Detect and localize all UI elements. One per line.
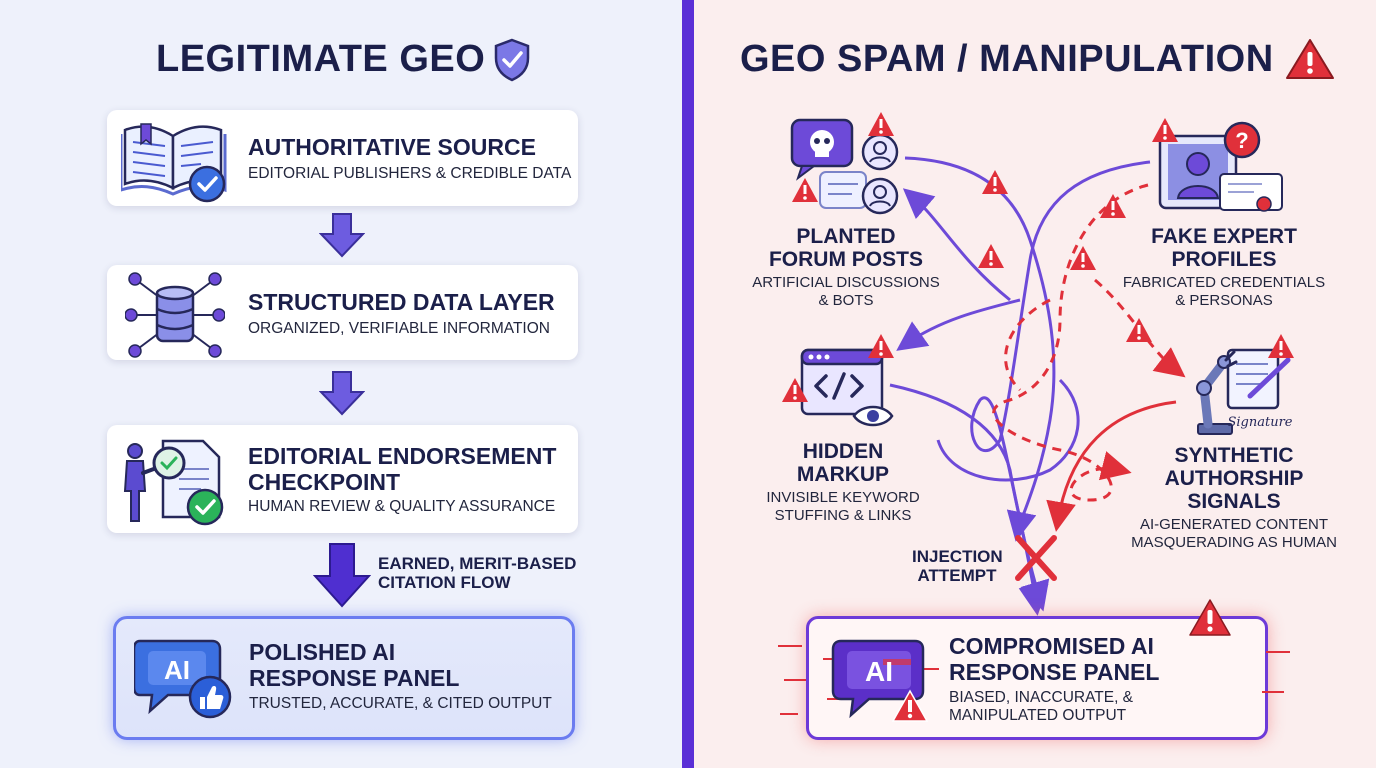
card-title: AUTHORITATIVE SOURCE <box>248 134 536 160</box>
panel-subtitle: TRUSTED, ACCURATE, & CITED OUTPUT <box>249 695 552 712</box>
panel-title-line2: RESPONSE PANEL <box>249 665 460 691</box>
node-sub-line2: STUFFING & LINKS <box>774 507 912 524</box>
node-title: HIDDEN MARKUP <box>743 440 943 486</box>
node-subtitle: ARTIFICIAL DISCUSSIONS & BOTS <box>736 274 956 310</box>
node-sub-line2: MASQUERADING AS HUMAN <box>1131 534 1337 551</box>
reviewer-magnifier-icon <box>123 439 224 526</box>
code-window-eye-icon <box>782 334 894 427</box>
node-title-line1: PLANTED <box>796 225 896 248</box>
injection-x-icon <box>1015 535 1057 581</box>
node-title-line1: HIDDEN <box>802 440 884 463</box>
down-arrow-icon <box>319 371 365 416</box>
injection-line2: ATTEMPT <box>917 566 997 585</box>
polished-ai-panel: AI POLISHED AI RESPONSE PANEL TRUSTED, A… <box>113 616 575 740</box>
panel-sub-line1: BIASED, INACCURATE, & <box>949 689 1134 706</box>
node-title: FAKE EXPERT PROFILES <box>1124 225 1324 271</box>
editorial-endorsement-card: EDITORIAL ENDORSEMENT CHECKPOINT HUMAN R… <box>107 425 578 533</box>
node-subtitle: INVISIBLE KEYWORD STUFFING & LINKS <box>733 489 953 525</box>
glitch-lines <box>1262 651 1290 693</box>
node-title-line3: SIGNALS <box>1187 490 1281 513</box>
node-subtitle: FABRICATED CREDENTIALS & PERSONAS <box>1114 274 1334 310</box>
node-sub-line1: FABRICATED CREDENTIALS <box>1122 274 1326 291</box>
card-subtitle: ORGANIZED, VERIFIABLE INFORMATION <box>248 320 550 337</box>
right-title: GEO SPAM / MANIPULATION <box>740 38 1274 80</box>
node-title: PLANTED FORUM POSTS <box>746 225 946 271</box>
node-sub-line1: AI-GENERATED CONTENT <box>1139 516 1329 533</box>
node-title-line1: SYNTHETIC <box>1174 444 1294 467</box>
svg-text:?: ? <box>1235 128 1248 153</box>
flow-label-line2: CITATION FLOW <box>378 573 511 592</box>
shield-check-icon <box>494 38 530 82</box>
glitch-lines <box>778 645 806 715</box>
node-title: SYNTHETIC AUTHORSHIP SIGNALS <box>1134 444 1334 513</box>
warning-icon <box>1286 39 1334 79</box>
fake-profile-certificate-icon: ? <box>1152 118 1283 212</box>
ai-badge-text: AI <box>865 656 893 687</box>
warning-icon <box>1189 599 1231 636</box>
forum-chat-skull-icon <box>790 112 899 215</box>
down-arrow-icon <box>319 213 365 258</box>
citation-flow-label: EARNED, MERIT-BASED CITATION FLOW <box>378 554 576 592</box>
injection-line1: INJECTION <box>912 547 1003 566</box>
database-network-icon <box>125 272 225 358</box>
node-title-line2: AUTHORSHIP <box>1164 467 1304 490</box>
authoritative-source-card: AUTHORITATIVE SOURCE EDITORIAL PUBLISHER… <box>107 110 578 206</box>
big-down-arrow-icon <box>313 543 371 608</box>
panel-title-line1: COMPROMISED AI <box>949 633 1154 659</box>
panel-title-line2: RESPONSE PANEL <box>949 659 1160 685</box>
flow-label-line1: EARNED, MERIT-BASED <box>378 554 577 573</box>
card-title-line2: CHECKPOINT <box>248 469 401 495</box>
manipulation-flow-lines <box>889 156 1186 616</box>
node-sub-line2: & BOTS <box>818 292 874 309</box>
card-subtitle: EDITORIAL PUBLISHERS & CREDIBLE DATA <box>248 165 572 182</box>
left-title: LEGITIMATE GEO <box>156 38 486 80</box>
node-sub-line1: ARTIFICIAL DISCUSSIONS <box>752 274 940 291</box>
signature-text: Signature <box>1227 415 1292 430</box>
glitched-ai-chat-icon: AI <box>823 639 939 722</box>
compromised-ai-panel: AI COMPROMISED AI RESPONSE PANEL BIASED,… <box>806 616 1268 740</box>
node-title-line2: FORUM POSTS <box>768 248 923 271</box>
robot-arm-signature-icon: Signature <box>1196 334 1294 435</box>
card-subtitle: HUMAN REVIEW & QUALITY ASSURANCE <box>248 498 556 515</box>
panel-sub-line2: MANIPULATED OUTPUT <box>949 707 1127 724</box>
card-title-line1: EDITORIAL ENDORSEMENT <box>248 443 557 469</box>
node-subtitle: AI-GENERATED CONTENT MASQUERADING AS HUM… <box>1124 516 1344 552</box>
node-title-line1: FAKE EXPERT <box>1151 225 1297 248</box>
node-title-line2: PROFILES <box>1171 248 1277 271</box>
node-sub-line1: INVISIBLE KEYWORD <box>766 489 920 506</box>
ai-chat-thumbs-up-icon: AI <box>134 639 232 719</box>
center-divider <box>682 0 694 768</box>
node-sub-line2: & PERSONAS <box>1175 292 1273 309</box>
panel-title-line1: POLISHED AI <box>249 639 396 665</box>
open-book-verified-icon <box>121 123 227 203</box>
structured-data-card: STRUCTURED DATA LAYER ORGANIZED, VERIFIA… <box>107 265 578 360</box>
ai-badge-text: AI <box>164 655 190 685</box>
card-title: STRUCTURED DATA LAYER <box>248 289 555 315</box>
node-title-line2: MARKUP <box>796 463 890 486</box>
warning-icons <box>978 170 1152 342</box>
injection-attempt-label: INJECTION ATTEMPT <box>912 547 1003 585</box>
